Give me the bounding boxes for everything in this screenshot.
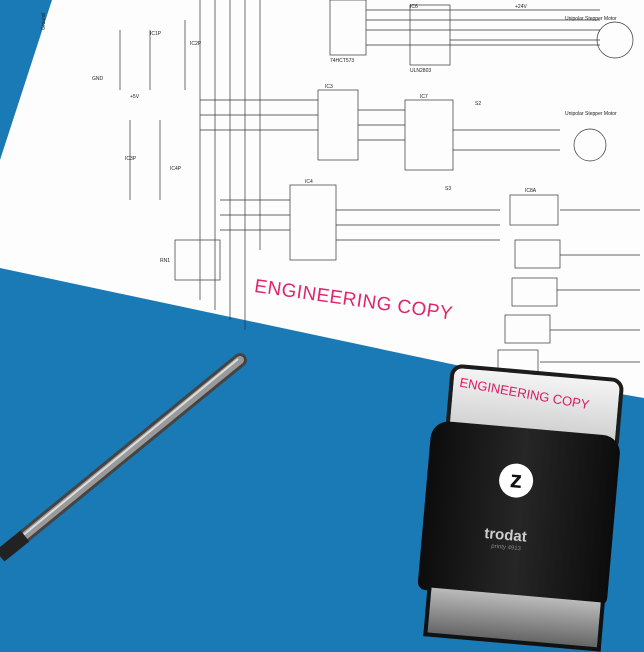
svg-text:RN1: RN1	[160, 258, 170, 264]
svg-text:+5V: +5V	[130, 94, 140, 100]
svg-text:Ground: Ground	[41, 13, 47, 30]
svg-text:IC2P: IC2P	[190, 41, 202, 47]
svg-text:S2: S2	[475, 101, 481, 107]
svg-text:IC7: IC7	[420, 94, 428, 100]
svg-text:IC1P: IC1P	[150, 31, 162, 37]
svg-text:S3: S3	[445, 186, 451, 192]
svg-text:IC4: IC4	[305, 179, 313, 185]
svg-text:ULN2803: ULN2803	[410, 68, 431, 74]
svg-text:IC3P: IC3P	[125, 156, 137, 162]
stamp-brand: trodat	[483, 525, 528, 546]
svg-text:IC8A: IC8A	[525, 188, 537, 194]
svg-text:IC6: IC6	[410, 4, 418, 10]
stamp-body: z trodat printy 4913	[417, 420, 622, 606]
svg-text:Unipolar Stepper Motor: Unipolar Stepper Motor	[565, 111, 617, 117]
stamp-label: ENGINEERING COPY	[458, 374, 591, 413]
paper-sheet	[0, 0, 644, 398]
schematic-labels: IC6 IC3 IC7 IC4 IC1P IC2P IC3P IC4P 74HC…	[41, 4, 617, 264]
pen	[0, 353, 247, 562]
svg-text:GND: GND	[92, 76, 104, 82]
stamp-model: printy 4913	[490, 543, 522, 553]
schematic	[119, 0, 640, 376]
svg-text:IC4P: IC4P	[170, 166, 182, 172]
self-inking-stamp: ENGINEERING COPY z trodat printy 4913	[414, 362, 627, 652]
svg-text:Unipolar Stepper Motor: Unipolar Stepper Motor	[565, 16, 617, 22]
zazzle-logo-icon: z	[497, 462, 535, 499]
svg-text:74HCT573: 74HCT573	[330, 58, 354, 64]
svg-text:IC3: IC3	[325, 84, 333, 90]
svg-text:+24V: +24V	[515, 4, 527, 10]
